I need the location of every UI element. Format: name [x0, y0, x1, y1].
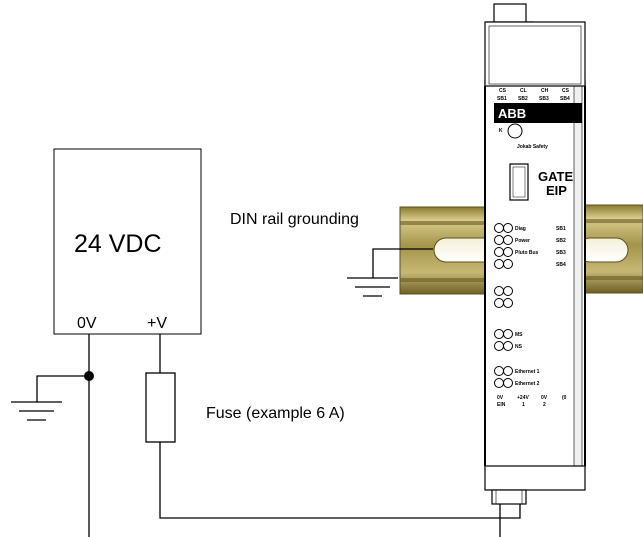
led-group-status: Diag SB1 Power SB2 Pluto Bus SB3 SB4	[494, 223, 566, 269]
model-line2: EIP	[546, 183, 567, 198]
led	[503, 286, 513, 296]
led-group-mid	[494, 286, 513, 308]
wire-pos-bottom	[159, 442, 521, 519]
led	[494, 366, 504, 376]
led-label-diag: Diag	[515, 226, 526, 232]
led	[494, 286, 504, 296]
power-supply: 24 VDC 0V +V	[53, 148, 202, 335]
led	[503, 259, 513, 269]
wiring	[36, 248, 521, 537]
bottom-term-sub-1: EIN	[497, 402, 506, 408]
led-label-sb4: SB4	[556, 262, 566, 268]
led	[494, 247, 504, 257]
term-sublabel-4: SB4	[560, 96, 570, 102]
bottom-term-3: 0V	[541, 395, 548, 401]
bottom-term-4: (0	[562, 395, 567, 401]
led-label-ethernet1: Ethernet 1	[515, 369, 540, 375]
led-label-sb3: SB3	[556, 250, 566, 256]
model-line1: GATE	[538, 169, 573, 184]
led-label-sb1: SB1	[556, 226, 566, 232]
junction-dot	[84, 371, 94, 381]
led	[503, 223, 513, 233]
led	[494, 341, 504, 351]
led-label-sb2: SB2	[556, 238, 566, 244]
led-label-pluto-bus: Pluto Bus	[515, 250, 539, 256]
din-rail-left	[399, 206, 497, 295]
led	[494, 329, 504, 339]
term-label-4: CS	[562, 88, 570, 94]
terminal-pos-label: +V	[147, 315, 167, 332]
led-label-ethernet2: Ethernet 2	[515, 381, 540, 387]
bottom-term-sub-2: 1	[522, 402, 525, 408]
company-label: Jokab Safety	[517, 144, 548, 150]
wire-ground-ps	[36, 375, 89, 402]
bottom-term-sub-3: 2	[543, 402, 546, 408]
led-group-ethernet: Ethernet 1 Ethernet 2	[494, 366, 540, 388]
led	[494, 259, 504, 269]
din-rail-right	[577, 204, 643, 294]
brand-bar	[494, 103, 582, 123]
display-window	[509, 163, 529, 201]
led	[503, 235, 513, 245]
led	[503, 298, 513, 308]
led	[503, 378, 513, 388]
led-label-ns: NS	[515, 344, 523, 350]
k-button	[507, 123, 523, 139]
bottom-term-1: 0V	[497, 395, 504, 401]
led	[494, 298, 504, 308]
ground-symbol-ps	[11, 401, 62, 421]
led	[494, 378, 504, 388]
led	[503, 329, 513, 339]
led-group-network: MS NS	[494, 329, 523, 351]
led	[494, 235, 504, 245]
fuse-label: Fuse (example 6 A)	[206, 405, 345, 422]
term-label-1: CS	[499, 88, 507, 94]
term-label-2: CL	[520, 88, 527, 94]
wire-din-ground	[372, 248, 433, 278]
led	[494, 223, 504, 233]
term-sublabel-3: SB3	[539, 96, 549, 102]
power-supply-box	[53, 148, 202, 335]
led	[503, 366, 513, 376]
gate-eip-module: CS CL CH CS SB1 SB2 SB3 SB4 ABB K Jokab …	[484, 3, 586, 505]
terminal-0v-label: 0V	[77, 315, 97, 332]
brand-logo: ABB	[498, 106, 526, 121]
fuse-symbol	[145, 372, 176, 443]
led	[503, 341, 513, 351]
term-sublabel-1: SB1	[497, 96, 507, 102]
term-sublabel-2: SB2	[518, 96, 528, 102]
ground-symbol-din	[347, 277, 398, 297]
din-rail-grounding-label: DIN rail grounding	[230, 211, 359, 228]
k-label: K	[499, 128, 503, 134]
led	[503, 247, 513, 257]
led-label-ms: MS	[515, 332, 523, 338]
power-supply-voltage: 24 VDC	[74, 230, 162, 258]
led-label-power: Power	[515, 238, 530, 244]
bottom-term-2: +24V	[517, 395, 529, 401]
term-label-3: CH	[541, 88, 549, 94]
